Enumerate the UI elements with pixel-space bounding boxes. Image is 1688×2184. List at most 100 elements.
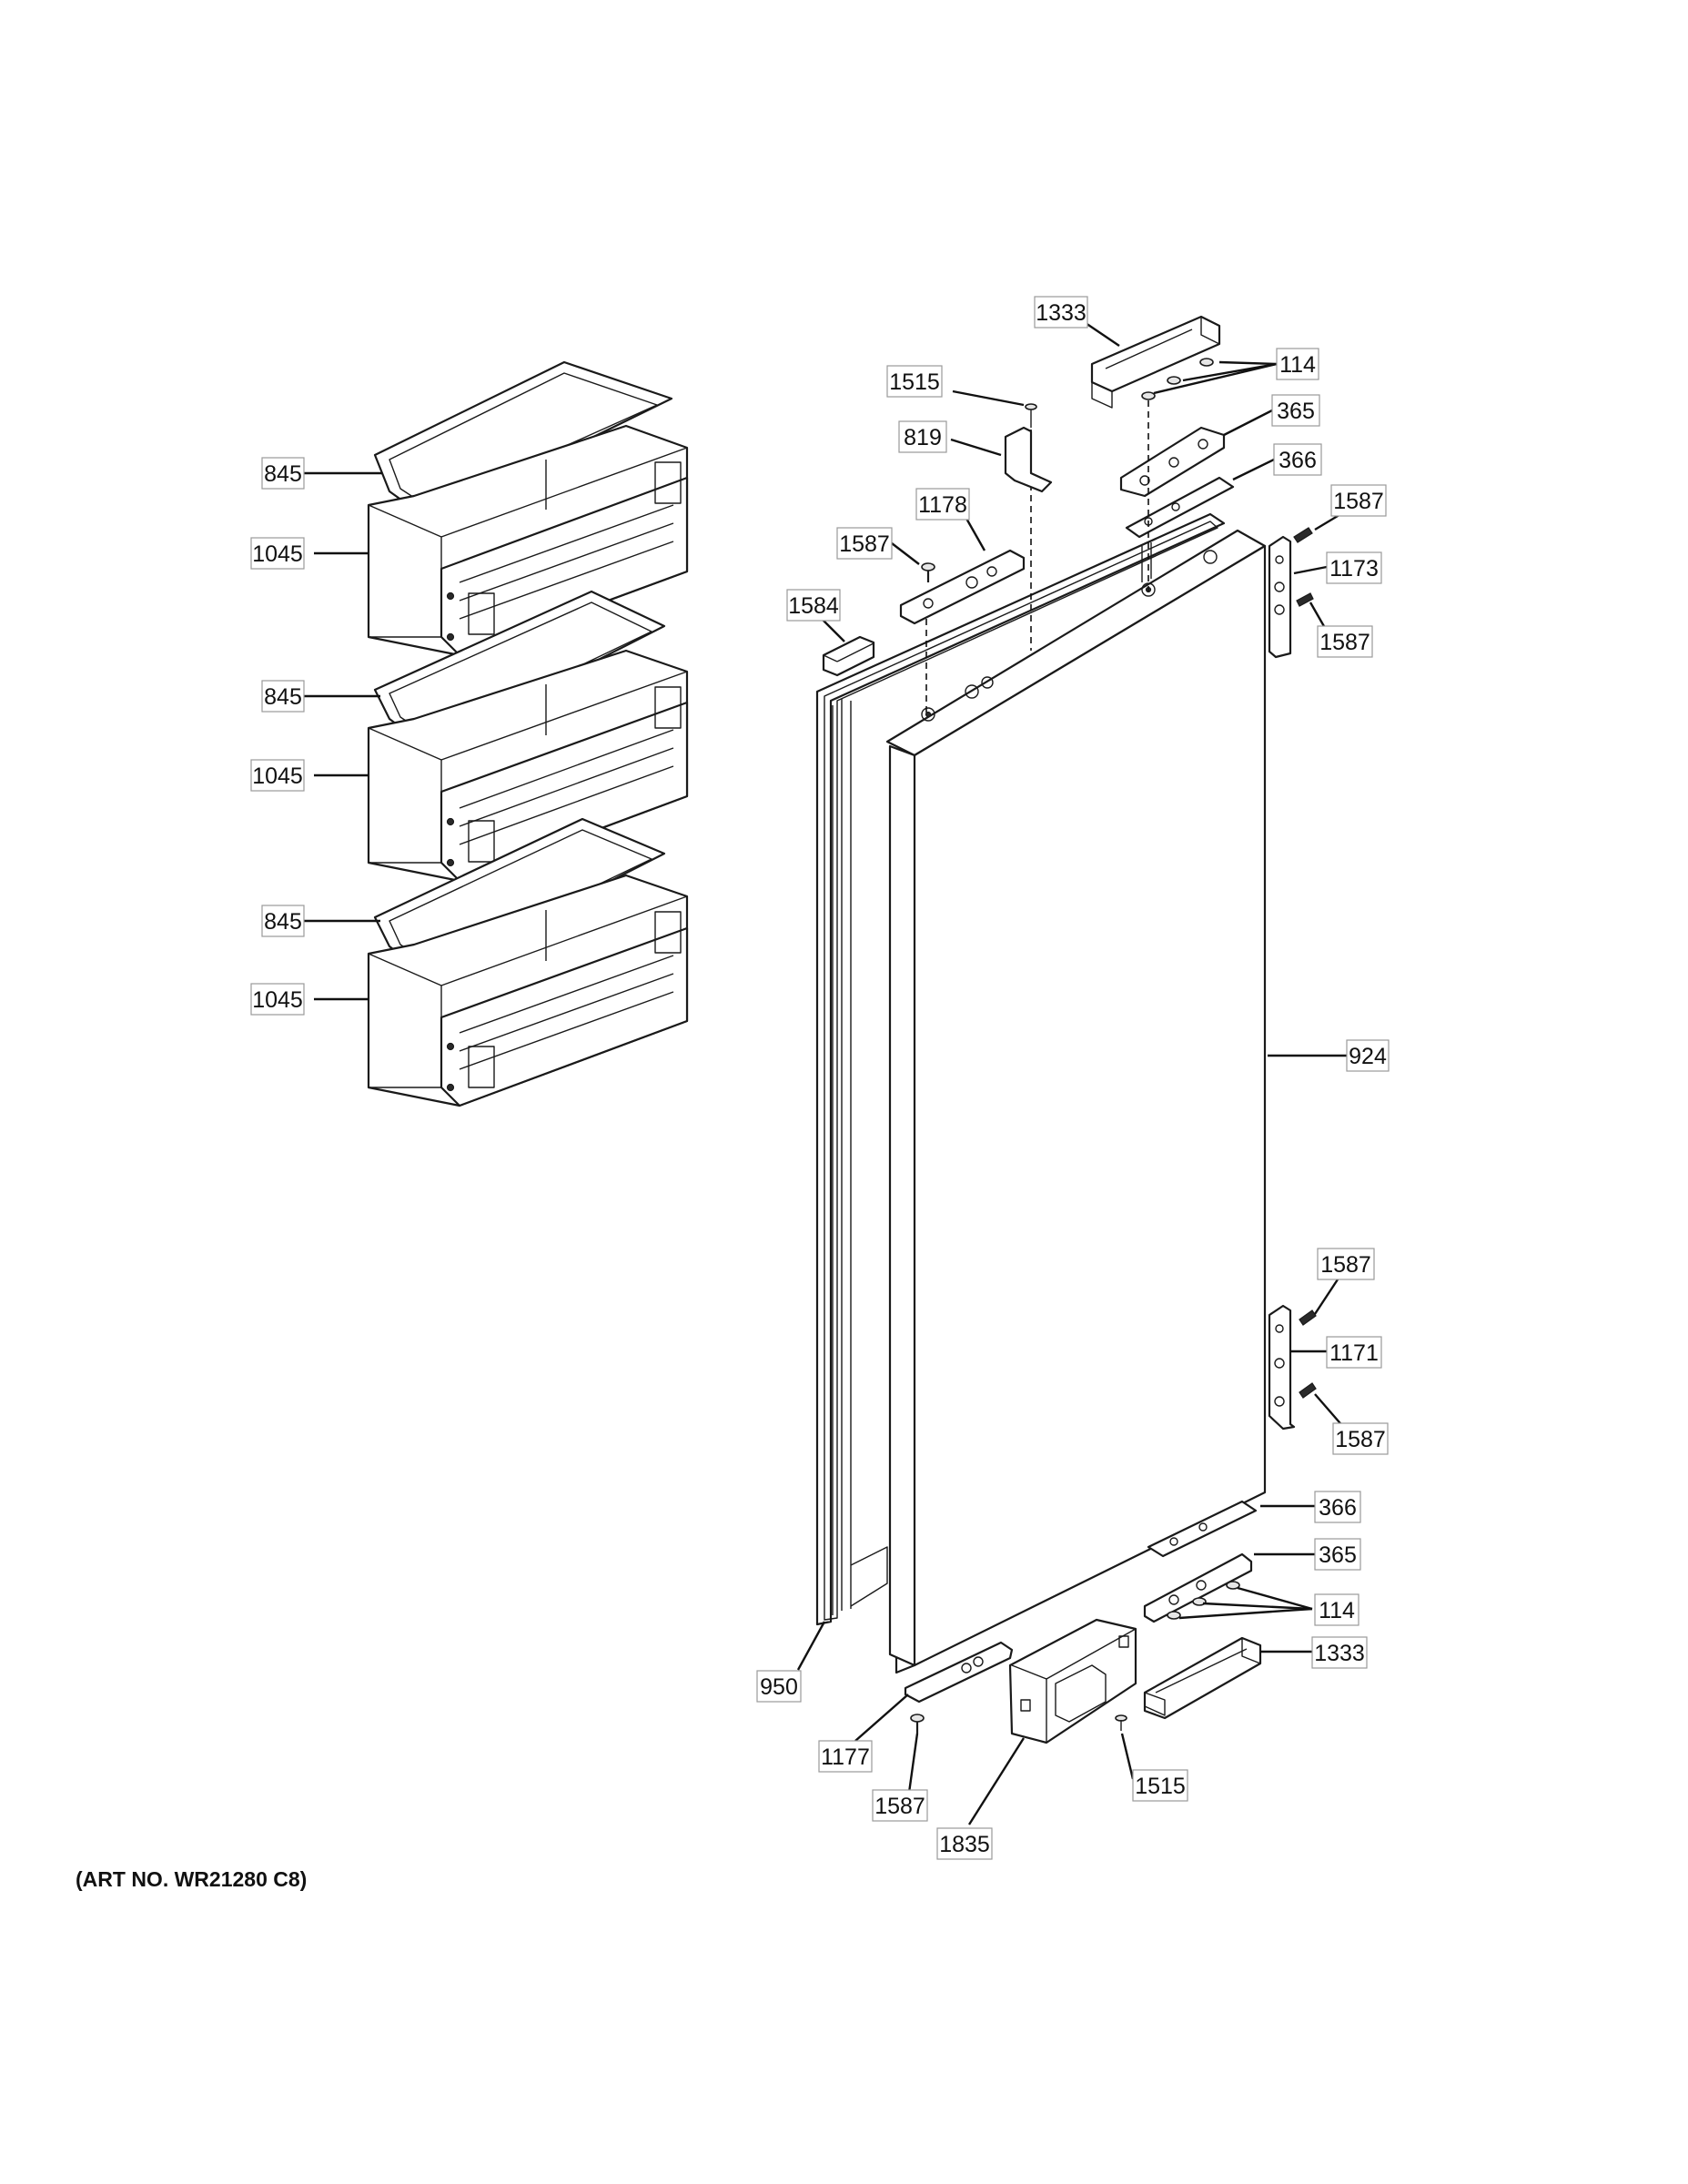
callout-box xyxy=(1132,1769,1188,1802)
callout-1587-d: 1587 xyxy=(1317,1248,1375,1280)
callout-number: 366 xyxy=(1279,448,1317,473)
callout-box xyxy=(818,1740,873,1773)
callout-box xyxy=(261,457,305,490)
callout-box xyxy=(1314,1491,1361,1523)
callout-number: 1515 xyxy=(1135,1774,1186,1799)
filler-1584 xyxy=(822,635,875,677)
callout-number: 1587 xyxy=(874,1794,925,1819)
door-bin-1045-top xyxy=(367,424,689,657)
callout-box xyxy=(1276,348,1319,380)
callout-number: 1587 xyxy=(1333,489,1384,514)
callout-1045-c: 1045 xyxy=(250,983,305,1016)
hinge-plate-1171 xyxy=(1268,1304,1296,1431)
callout-number: 1587 xyxy=(1335,1427,1386,1452)
hinge-bracket-365-bottom xyxy=(1143,1552,1253,1623)
callout-1515-bot: 1515 xyxy=(1132,1769,1188,1802)
callout-950: 950 xyxy=(756,1670,802,1703)
callout-box xyxy=(886,365,943,398)
callout-114-bot: 114 xyxy=(1314,1593,1359,1626)
callout-845-b: 845 xyxy=(261,680,305,713)
callout-number: 1173 xyxy=(1329,556,1379,581)
art-number: (ART NO. WR21280 C8) xyxy=(76,1867,308,1891)
callout-number: 845 xyxy=(264,909,302,935)
callout-box xyxy=(1326,1336,1382,1369)
callout-1587-f: 1587 xyxy=(872,1789,928,1822)
screw-1587-upper-right-a xyxy=(1293,527,1313,543)
callout-box xyxy=(1317,1248,1375,1280)
callout-box xyxy=(872,1789,928,1822)
callout-number: 1333 xyxy=(1036,300,1087,326)
callout-number: 924 xyxy=(1349,1044,1387,1069)
callout-box xyxy=(1332,1422,1389,1455)
callout-number: 845 xyxy=(264,684,302,710)
callout-1171: 1171 xyxy=(1326,1336,1382,1369)
callout-number: 365 xyxy=(1277,399,1315,424)
door-bin-1045-middle xyxy=(367,649,689,883)
callout-box xyxy=(786,589,841,622)
callout-924: 924 xyxy=(1346,1039,1390,1072)
callout-1173: 1173 xyxy=(1326,551,1382,584)
callout-1045-b: 1045 xyxy=(250,759,305,792)
callout-number: 1171 xyxy=(1329,1340,1379,1366)
hinge-bracket-1178 xyxy=(899,549,1026,625)
callout-1587-e: 1587 xyxy=(1332,1422,1389,1455)
callout-1333-bot: 1333 xyxy=(1311,1636,1368,1669)
callout-number: 1177 xyxy=(821,1744,870,1770)
hinge-bracket-1177 xyxy=(904,1641,1014,1704)
callout-box xyxy=(261,905,305,937)
callout-1178: 1178 xyxy=(915,488,970,521)
callout-box xyxy=(1326,551,1382,584)
callout-box xyxy=(1317,625,1373,658)
callout-box xyxy=(1330,484,1387,517)
callout-box xyxy=(915,488,970,521)
callout-number: 1333 xyxy=(1314,1641,1365,1666)
callout-box xyxy=(936,1827,993,1860)
callout-number: 114 xyxy=(1279,352,1316,378)
callout-number: 1584 xyxy=(788,593,839,619)
hinge-housing-1835 xyxy=(1008,1618,1137,1744)
callout-number: 1587 xyxy=(839,531,890,557)
screw-1587-bottom-left xyxy=(910,1714,925,1734)
callout-number: 365 xyxy=(1319,1542,1357,1568)
callout-1045-a: 1045 xyxy=(250,537,305,570)
callout-box xyxy=(1311,1636,1368,1669)
hinge-cover-1333-top xyxy=(1090,315,1221,409)
callout-number: 366 xyxy=(1319,1495,1357,1521)
callout-365-bot: 365 xyxy=(1314,1538,1361,1571)
door-panel-924 xyxy=(885,529,1267,1674)
callout-1515-top: 1515 xyxy=(886,365,943,398)
callout-number: 1587 xyxy=(1320,1252,1371,1278)
screw-1587-top-left xyxy=(921,562,935,582)
callout-number: 1045 xyxy=(252,763,303,789)
callout-box xyxy=(1273,443,1322,476)
hinge-screws-114-top xyxy=(1141,358,1214,400)
callout-845-c: 845 xyxy=(261,905,305,937)
callout-number: 1045 xyxy=(252,987,303,1013)
hinge-bracket-365-top xyxy=(1119,426,1226,498)
callout-number: 114 xyxy=(1319,1598,1355,1623)
callout-box xyxy=(756,1670,802,1703)
callout-number: 845 xyxy=(264,461,302,487)
callout-labels: 845 1045 845 1045 845 1045 1333 114 1515 365 819 36… xyxy=(250,296,1390,1860)
callout-819: 819 xyxy=(898,420,947,453)
callout-365-top: 365 xyxy=(1271,394,1320,427)
callout-box xyxy=(1271,394,1320,427)
callout-box xyxy=(836,527,893,560)
screw-1515-bottom xyxy=(1115,1714,1127,1731)
door-bin-1045-bottom xyxy=(367,874,689,1107)
callout-1333-top: 1333 xyxy=(1034,296,1088,329)
callout-box xyxy=(250,983,305,1016)
callout-box xyxy=(1034,296,1088,329)
callout-1835: 1835 xyxy=(936,1827,993,1860)
stop-819 xyxy=(1004,426,1053,493)
door-gasket-950 xyxy=(815,512,1226,1626)
hinge-cover-1333-bottom xyxy=(1143,1636,1262,1720)
callout-114-top: 114 xyxy=(1276,348,1319,380)
callout-1587-a: 1587 xyxy=(836,527,893,560)
callout-1587-c: 1587 xyxy=(1317,625,1373,658)
callout-366-bot: 366 xyxy=(1314,1491,1361,1523)
callout-box xyxy=(1314,1538,1361,1571)
callout-number: 819 xyxy=(904,425,942,450)
callout-number: 1587 xyxy=(1319,630,1370,655)
